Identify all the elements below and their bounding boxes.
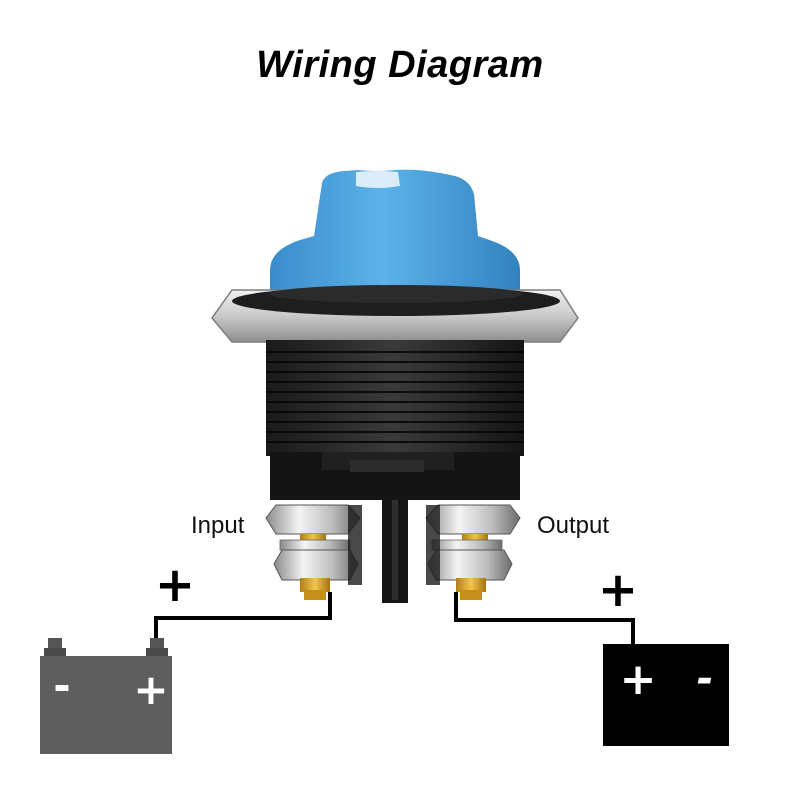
input-wire xyxy=(154,592,332,648)
input-plus-sign: + xyxy=(155,557,195,613)
mounting-plate xyxy=(211,285,579,343)
battery-switch xyxy=(211,169,579,603)
diagram-title: Wiring Diagram xyxy=(256,44,544,86)
output-label: Output xyxy=(537,512,610,539)
input-label: Input xyxy=(191,512,245,539)
threaded-body xyxy=(266,340,524,603)
output-wire xyxy=(454,592,635,646)
output-terminal xyxy=(425,504,521,600)
load-minus-symbol: - xyxy=(697,656,714,702)
input-terminal xyxy=(265,504,362,600)
battery-minus-symbol: - xyxy=(53,661,70,710)
knob xyxy=(270,169,520,290)
battery-plus-symbol: + xyxy=(133,665,168,714)
output-plus-sign: + xyxy=(598,562,638,618)
battery-icon: - + xyxy=(40,638,172,754)
wires xyxy=(154,592,635,648)
load-box: + - xyxy=(603,644,729,746)
load-plus-symbol: + xyxy=(620,654,657,705)
